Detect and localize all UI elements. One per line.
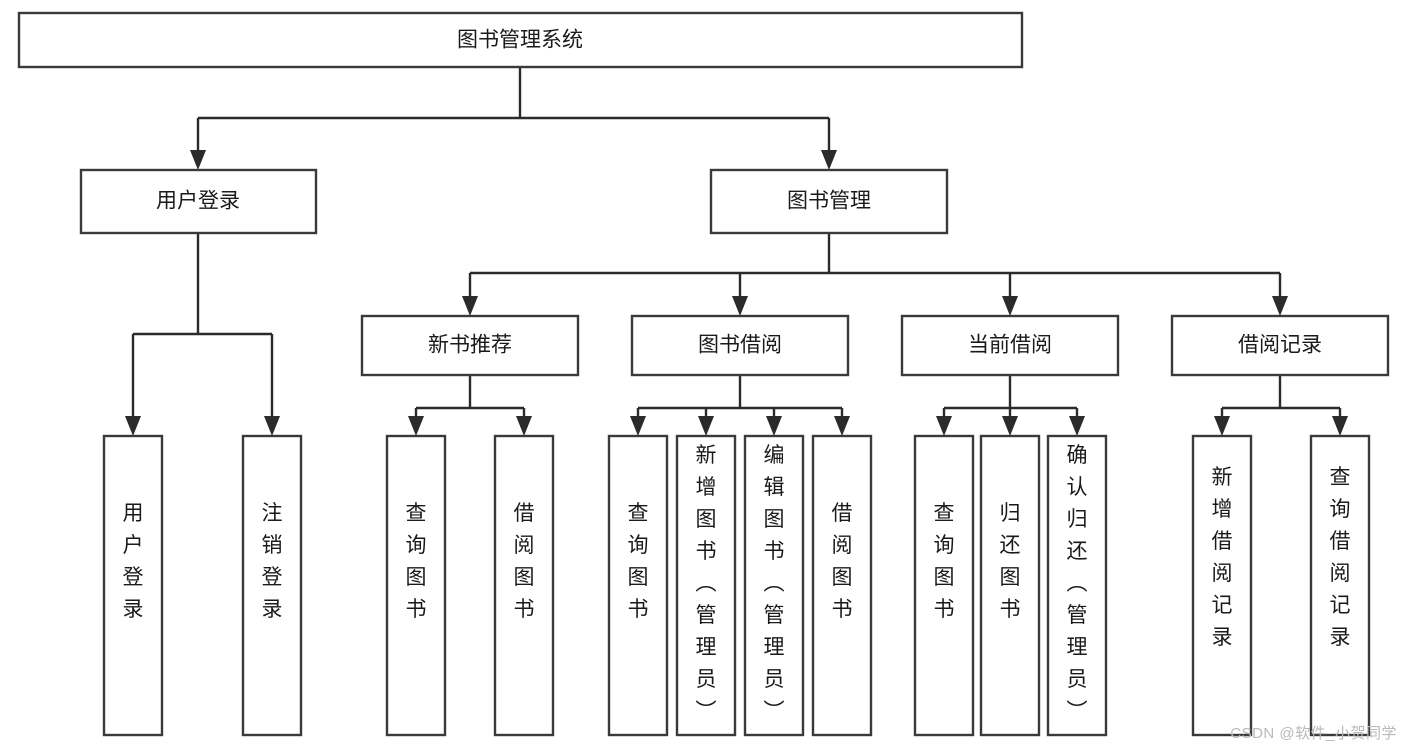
node-leaf-query-book-3[interactable]: 查询图书 (913, 434, 975, 737)
node-new-book-recommend-label: 新书推荐 (428, 334, 512, 357)
node-leaf-borrow-book-1-box[interactable] (493, 434, 555, 737)
node-leaf-user-login-label: 用户登录 (123, 502, 144, 621)
node-leaf-query-book-1[interactable]: 查询图书 (385, 434, 447, 737)
csdn-watermark: CSDN @软件_小贺同学 (1230, 725, 1397, 742)
node-leaf-query-book-2-label: 查询图书 (628, 502, 649, 621)
arrow-current-borrow (1002, 296, 1018, 316)
node-leaf-add-record-box[interactable] (1191, 434, 1253, 737)
arrow-book-borrow (732, 296, 748, 316)
node-leaf-confirm-return[interactable]: 确认归还︵管理员︶ (1046, 434, 1108, 737)
node-book-borrow-box[interactable] (630, 314, 850, 377)
node-leaf-logout[interactable]: 注销登录 (241, 434, 303, 737)
node-leaf-borrow-book-2[interactable]: 借阅图书 (811, 434, 873, 737)
node-leaf-query-record-box[interactable] (1309, 434, 1371, 737)
node-book-management[interactable]: 图书管理 (709, 168, 949, 235)
node-new-book-recommend[interactable]: 新书推荐 (360, 314, 580, 377)
node-root-box[interactable] (17, 11, 1024, 69)
arrow-leaf-edit-book (766, 416, 782, 436)
node-leaf-query-book-2[interactable]: 查询图书 (607, 434, 669, 737)
node-user-login-box[interactable] (79, 168, 318, 235)
node-root-label: 图书管理系统 (457, 29, 583, 52)
node-leaf-add-record[interactable]: 新增借阅记录 (1191, 434, 1253, 737)
arrow-leaf-query-book-2 (630, 416, 646, 436)
node-leaf-edit-book-label: 编辑图书︵管理员︶ (764, 444, 785, 723)
node-leaf-query-record[interactable]: 查询借阅记录 (1309, 434, 1371, 737)
node-leaf-borrow-book-1[interactable]: 借阅图书 (493, 434, 555, 737)
node-current-borrow-label: 当前借阅 (968, 334, 1052, 357)
node-leaf-return-book[interactable]: 归还图书 (979, 434, 1041, 737)
arrow-leaf-add-book (698, 416, 714, 436)
arrow-leaf-user-login (125, 416, 141, 436)
node-borrow-record-label: 借阅记录 (1238, 334, 1322, 357)
node-leaf-query-book-1-label: 查询图书 (406, 502, 427, 621)
node-book-borrow-label: 图书借阅 (698, 334, 782, 357)
arrow-new-book-recommend (462, 296, 478, 316)
node-leaf-query-book-3-box[interactable] (913, 434, 975, 737)
node-leaf-query-record-label: 查询借阅记录 (1330, 466, 1351, 649)
node-borrow-record-box[interactable] (1170, 314, 1390, 377)
arrow-leaf-borrow-book-2 (834, 416, 850, 436)
node-leaf-confirm-return-label: 确认归还︵管理员︶ (1067, 444, 1088, 723)
node-leaf-confirm-return-box[interactable] (1046, 434, 1108, 737)
node-leaf-user-login[interactable]: 用户登录 (102, 434, 164, 737)
node-book-management-box[interactable] (709, 168, 949, 235)
node-leaf-edit-book[interactable]: 编辑图书︵管理员︶ (743, 434, 805, 737)
arrow-leaf-query-record (1332, 416, 1348, 436)
node-leaf-add-book[interactable]: 新增图书︵管理员︶ (675, 434, 737, 737)
node-leaf-query-book-3-label: 查询图书 (934, 502, 955, 621)
node-root[interactable]: 图书管理系统 (17, 11, 1024, 69)
node-leaf-return-book-box[interactable] (979, 434, 1041, 737)
node-user-login[interactable]: 用户登录 (79, 168, 318, 235)
node-leaf-logout-box[interactable] (241, 434, 303, 737)
node-leaf-borrow-book-2-box[interactable] (811, 434, 873, 737)
arrow-borrow-record (1272, 296, 1288, 316)
node-leaf-add-book-box[interactable] (675, 434, 737, 737)
node-leaf-logout-label: 注销登录 (262, 502, 283, 621)
arrow-user-login (190, 150, 206, 170)
connector-layer (125, 67, 1348, 436)
arrow-book-management (821, 150, 837, 170)
arrow-leaf-logout (264, 416, 280, 436)
node-leaf-query-book-1-box[interactable] (385, 434, 447, 737)
node-borrow-record[interactable]: 借阅记录 (1170, 314, 1390, 377)
node-leaf-add-record-label: 新增借阅记录 (1212, 466, 1233, 649)
arrow-leaf-borrow-book-1 (516, 416, 532, 436)
node-current-borrow[interactable]: 当前借阅 (900, 314, 1120, 377)
node-book-management-label: 图书管理 (787, 190, 871, 213)
node-current-borrow-box[interactable] (900, 314, 1120, 377)
node-leaf-add-book-label: 新增图书︵管理员︶ (696, 444, 717, 723)
node-leaf-edit-book-box[interactable] (743, 434, 805, 737)
node-leaf-borrow-book-2-label: 借阅图书 (832, 502, 853, 621)
node-user-login-label: 用户登录 (156, 190, 240, 213)
arrow-leaf-return-book (1002, 416, 1018, 436)
node-new-book-recommend-box[interactable] (360, 314, 580, 377)
node-leaf-query-book-2-box[interactable] (607, 434, 669, 737)
arrow-leaf-add-record (1214, 416, 1230, 436)
node-leaf-return-book-label: 归还图书 (1000, 502, 1021, 621)
arrow-leaf-query-book-1 (408, 416, 424, 436)
arrow-leaf-query-book-3 (936, 416, 952, 436)
node-book-borrow[interactable]: 图书借阅 (630, 314, 850, 377)
node-leaf-user-login-box[interactable] (102, 434, 164, 737)
node-leaf-borrow-book-1-label: 借阅图书 (514, 502, 535, 621)
arrow-leaf-confirm-return (1069, 416, 1085, 436)
